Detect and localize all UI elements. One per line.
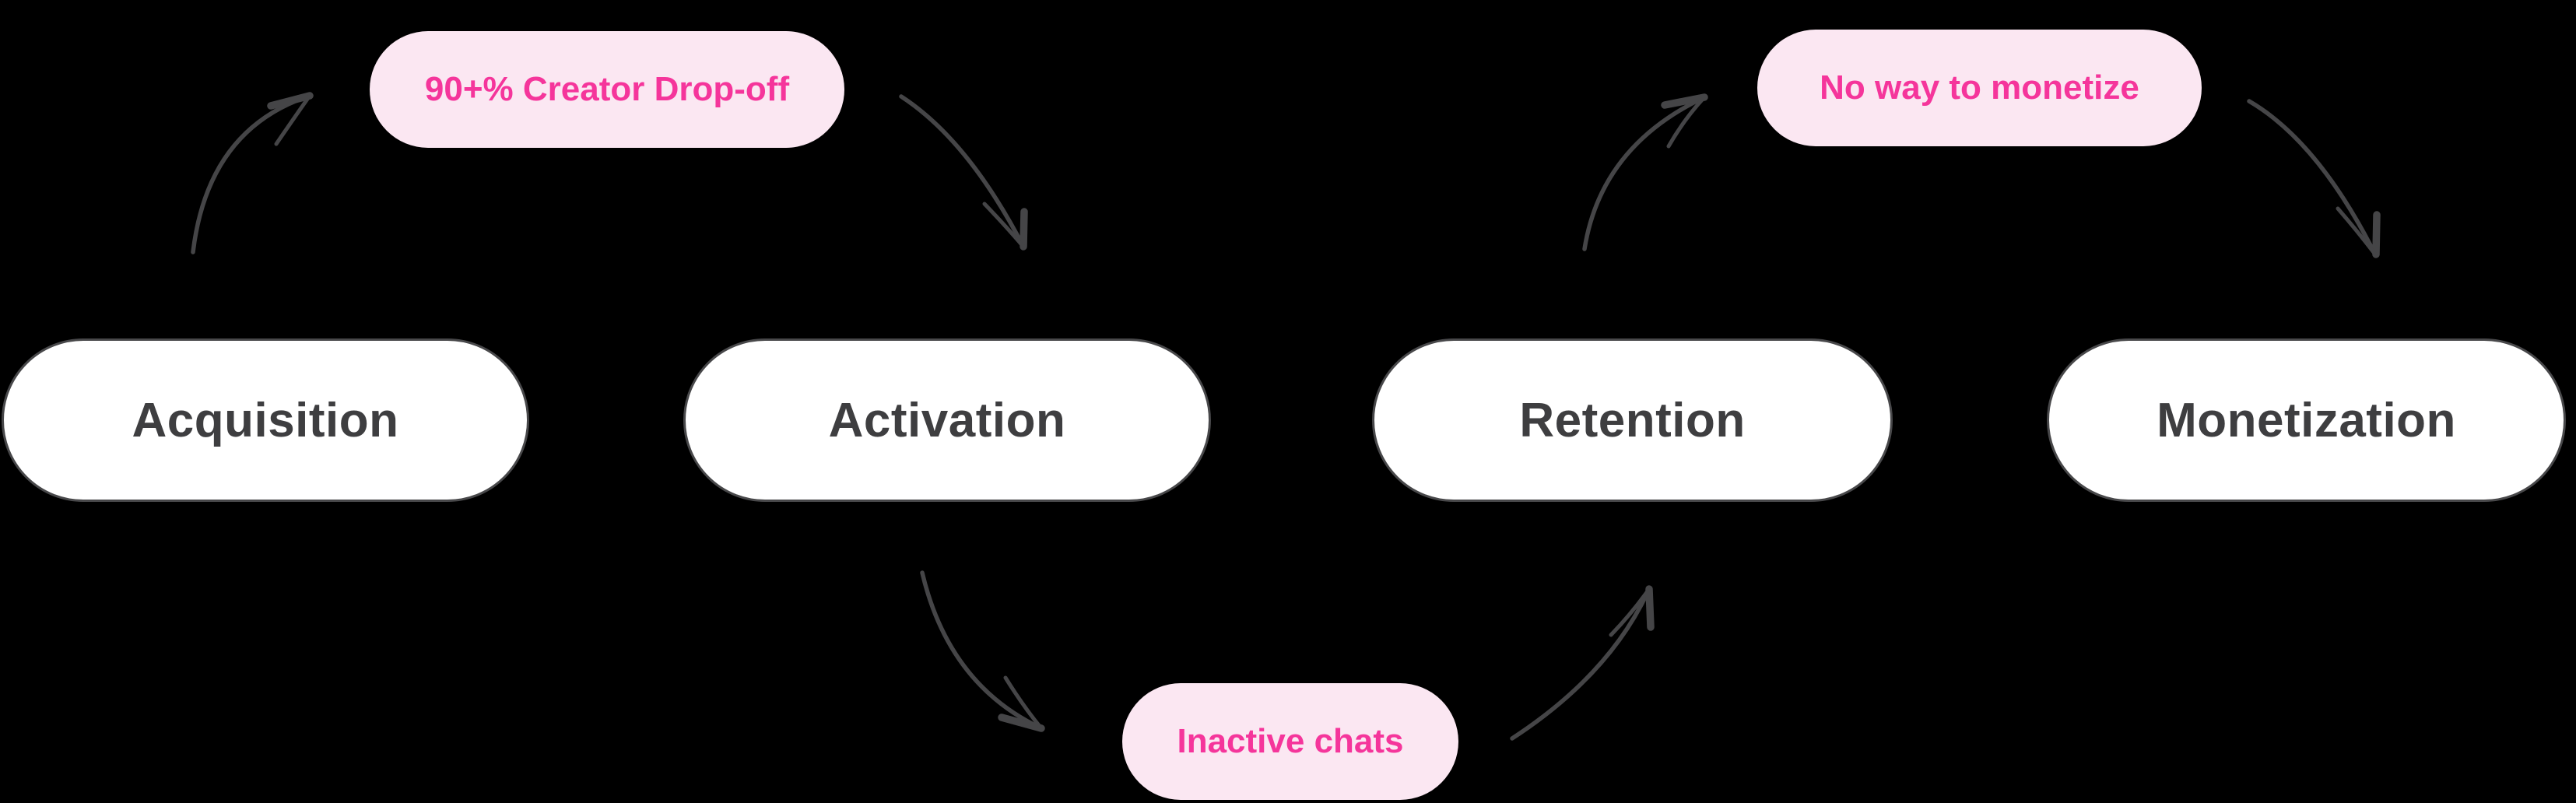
annotation-pill-creator-dropoff: 90+% Creator Drop-off bbox=[370, 31, 844, 148]
annotation-pill-no-way-to-monetize: No way to monetize bbox=[1757, 30, 2202, 146]
arrow-noway-to-monetization bbox=[2247, 99, 2381, 258]
stage-node-retention: Retention bbox=[1372, 338, 1893, 502]
arrow-retention-to-noway bbox=[1582, 93, 1708, 251]
annotation-pill-inactive-chats: Inactive chats bbox=[1122, 683, 1458, 800]
annotation-label: 90+% Creator Drop-off bbox=[424, 70, 790, 108]
stage-label: Acquisition bbox=[132, 393, 399, 447]
stage-node-monetization: Monetization bbox=[2047, 338, 2566, 502]
arrow-inactive-to-retention bbox=[1510, 585, 1655, 741]
arrow-activation-to-inactive bbox=[920, 570, 1045, 732]
stage-label: Monetization bbox=[2157, 393, 2456, 447]
annotation-label: Inactive chats bbox=[1177, 722, 1404, 760]
stage-label: Retention bbox=[1519, 393, 1746, 447]
arrow-dropoff-to-activation bbox=[899, 94, 1028, 251]
arrow-acquisition-to-dropoff bbox=[191, 92, 314, 254]
stage-node-activation: Activation bbox=[683, 338, 1211, 502]
stage-label: Activation bbox=[828, 393, 1066, 447]
annotation-label: No way to monetize bbox=[1820, 68, 2139, 107]
stage-node-acquisition: Acquisition bbox=[2, 338, 529, 502]
